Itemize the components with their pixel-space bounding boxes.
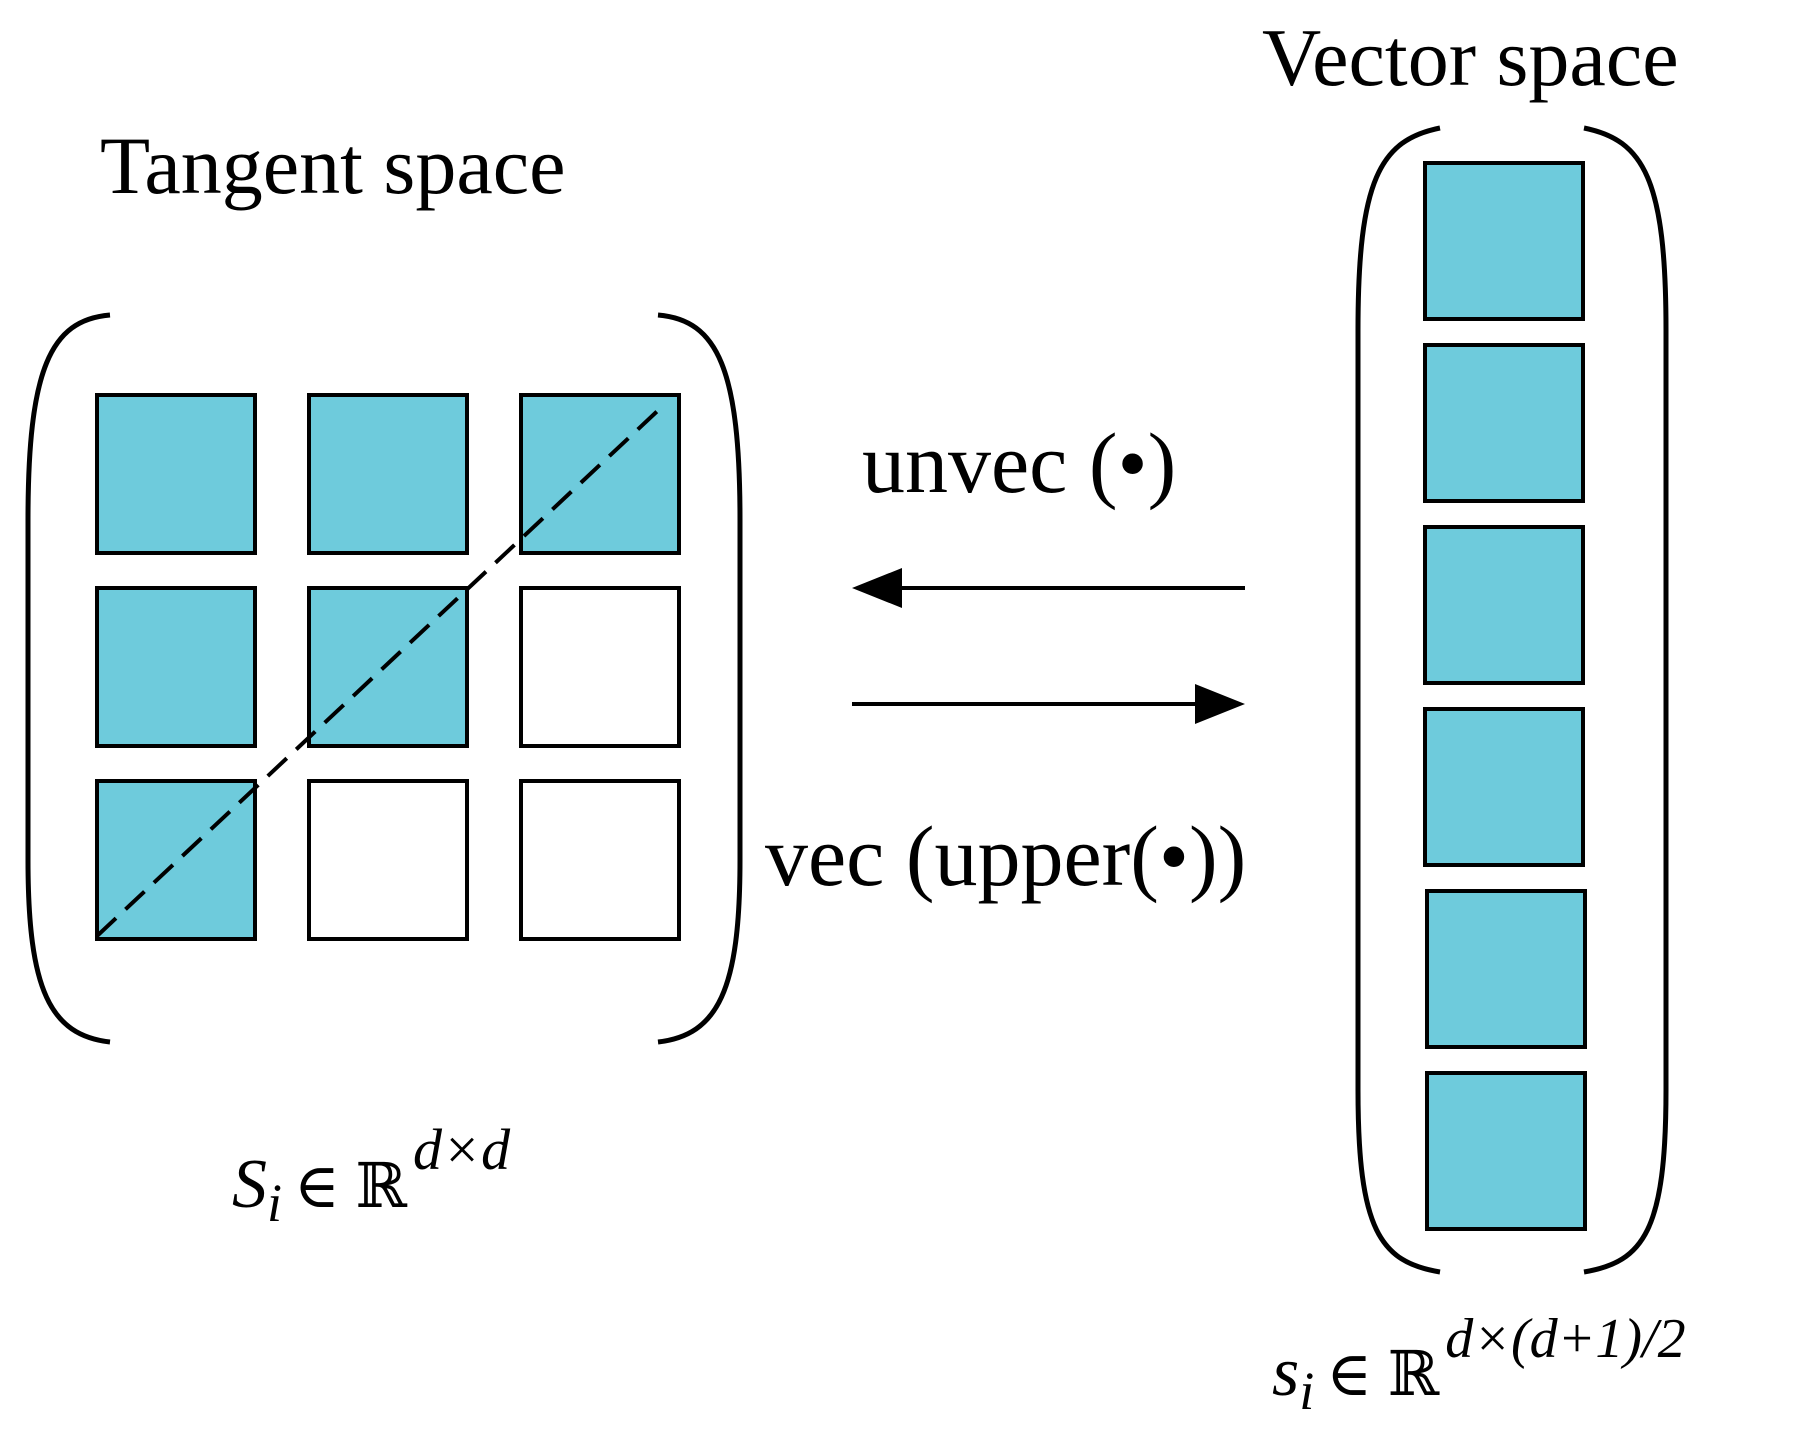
vector-formula: si∈ ℝd×(d+1)/2	[1272, 1308, 1686, 1421]
matrix-cell-2-1	[307, 779, 469, 941]
matrix-right-bracket	[657, 312, 743, 1045]
tangent-formula-symbol: S	[232, 1146, 267, 1223]
matrix-cell-2-0	[95, 779, 257, 941]
tangent-formula-superscript: d×d	[413, 1117, 511, 1182]
vector-cell-1	[1423, 343, 1585, 503]
matrix-cell-1-0	[95, 586, 257, 748]
vector-formula-symbol: s	[1272, 1334, 1299, 1411]
vector-space-title: Vector space	[1262, 12, 1679, 103]
unvec-label: unvec (•)	[862, 415, 1176, 511]
tangent-formula-relation: ∈ ℝ	[294, 1153, 407, 1221]
vector-formula-subscript: i	[1299, 1361, 1314, 1421]
matrix-cell-0-1	[307, 393, 469, 555]
vector-cell-5	[1425, 1071, 1587, 1231]
vec-upper-label: vec (upper(•))	[765, 808, 1246, 904]
matrix-left-bracket	[25, 312, 111, 1045]
tangent-formula: Si∈ ℝd×d	[232, 1117, 511, 1233]
vector-formula-superscript: d×(d+1)/2	[1445, 1308, 1685, 1370]
matrix-cell-0-0	[95, 393, 257, 555]
unvec-arrowhead	[852, 568, 902, 608]
tangent-space-title: Tangent space	[100, 120, 566, 211]
matrix-diagonal-dashed	[95, 401, 668, 938]
vec-arrowhead	[1195, 684, 1245, 724]
vector-cell-0	[1423, 161, 1585, 321]
vector-cell-4	[1425, 889, 1587, 1049]
vector-formula-relation: ∈ ℝ	[1326, 1341, 1439, 1409]
vector-right-bracket	[1583, 125, 1669, 1275]
matrix-grid	[95, 393, 681, 941]
matrix-cell-1-2	[519, 586, 681, 748]
vector-left-bracket	[1355, 125, 1441, 1275]
matrix-cell-2-2	[519, 779, 681, 941]
vector-cell-3	[1423, 707, 1585, 867]
matrix-cell-0-2	[519, 393, 681, 555]
vector-cell-2	[1423, 525, 1585, 685]
vector-column	[1423, 161, 1587, 1231]
tangent-formula-subscript: i	[267, 1173, 282, 1233]
